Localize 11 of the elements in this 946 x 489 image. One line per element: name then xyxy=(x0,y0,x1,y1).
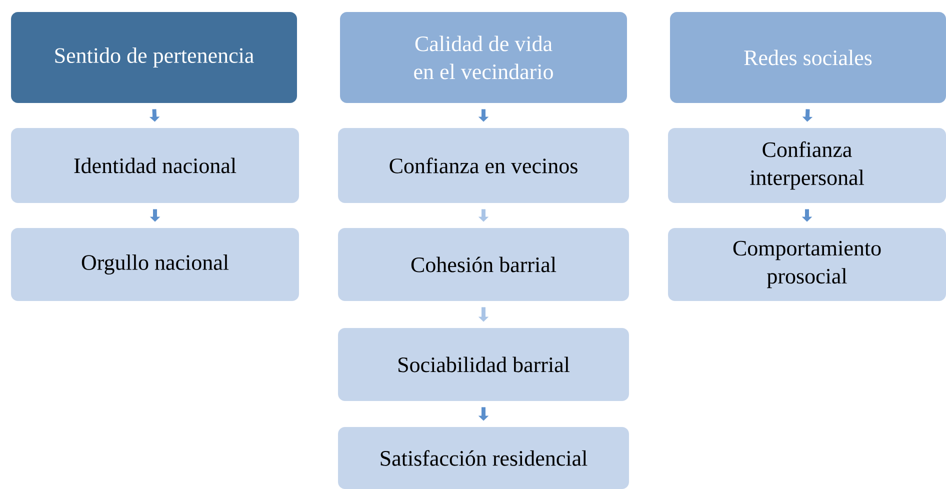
header-box: Calidad de vida en el vecindario xyxy=(340,12,627,103)
concept-box: Comportamiento prosocial xyxy=(668,228,946,301)
concept-box: Orgullo nacional xyxy=(11,228,299,301)
header-box: Sentido de pertenencia xyxy=(11,12,297,103)
concept-box: Identidad nacional xyxy=(11,128,299,203)
concept-box: Confianza interpersonal xyxy=(668,128,946,203)
header-box: Redes sociales xyxy=(670,12,946,103)
concept-box: Sociabilidad barrial xyxy=(338,328,629,401)
concept-box: Satisfacción residencial xyxy=(338,427,629,489)
concept-box: Cohesión barrial xyxy=(338,228,629,301)
concept-box: Confianza en vecinos xyxy=(338,128,629,203)
